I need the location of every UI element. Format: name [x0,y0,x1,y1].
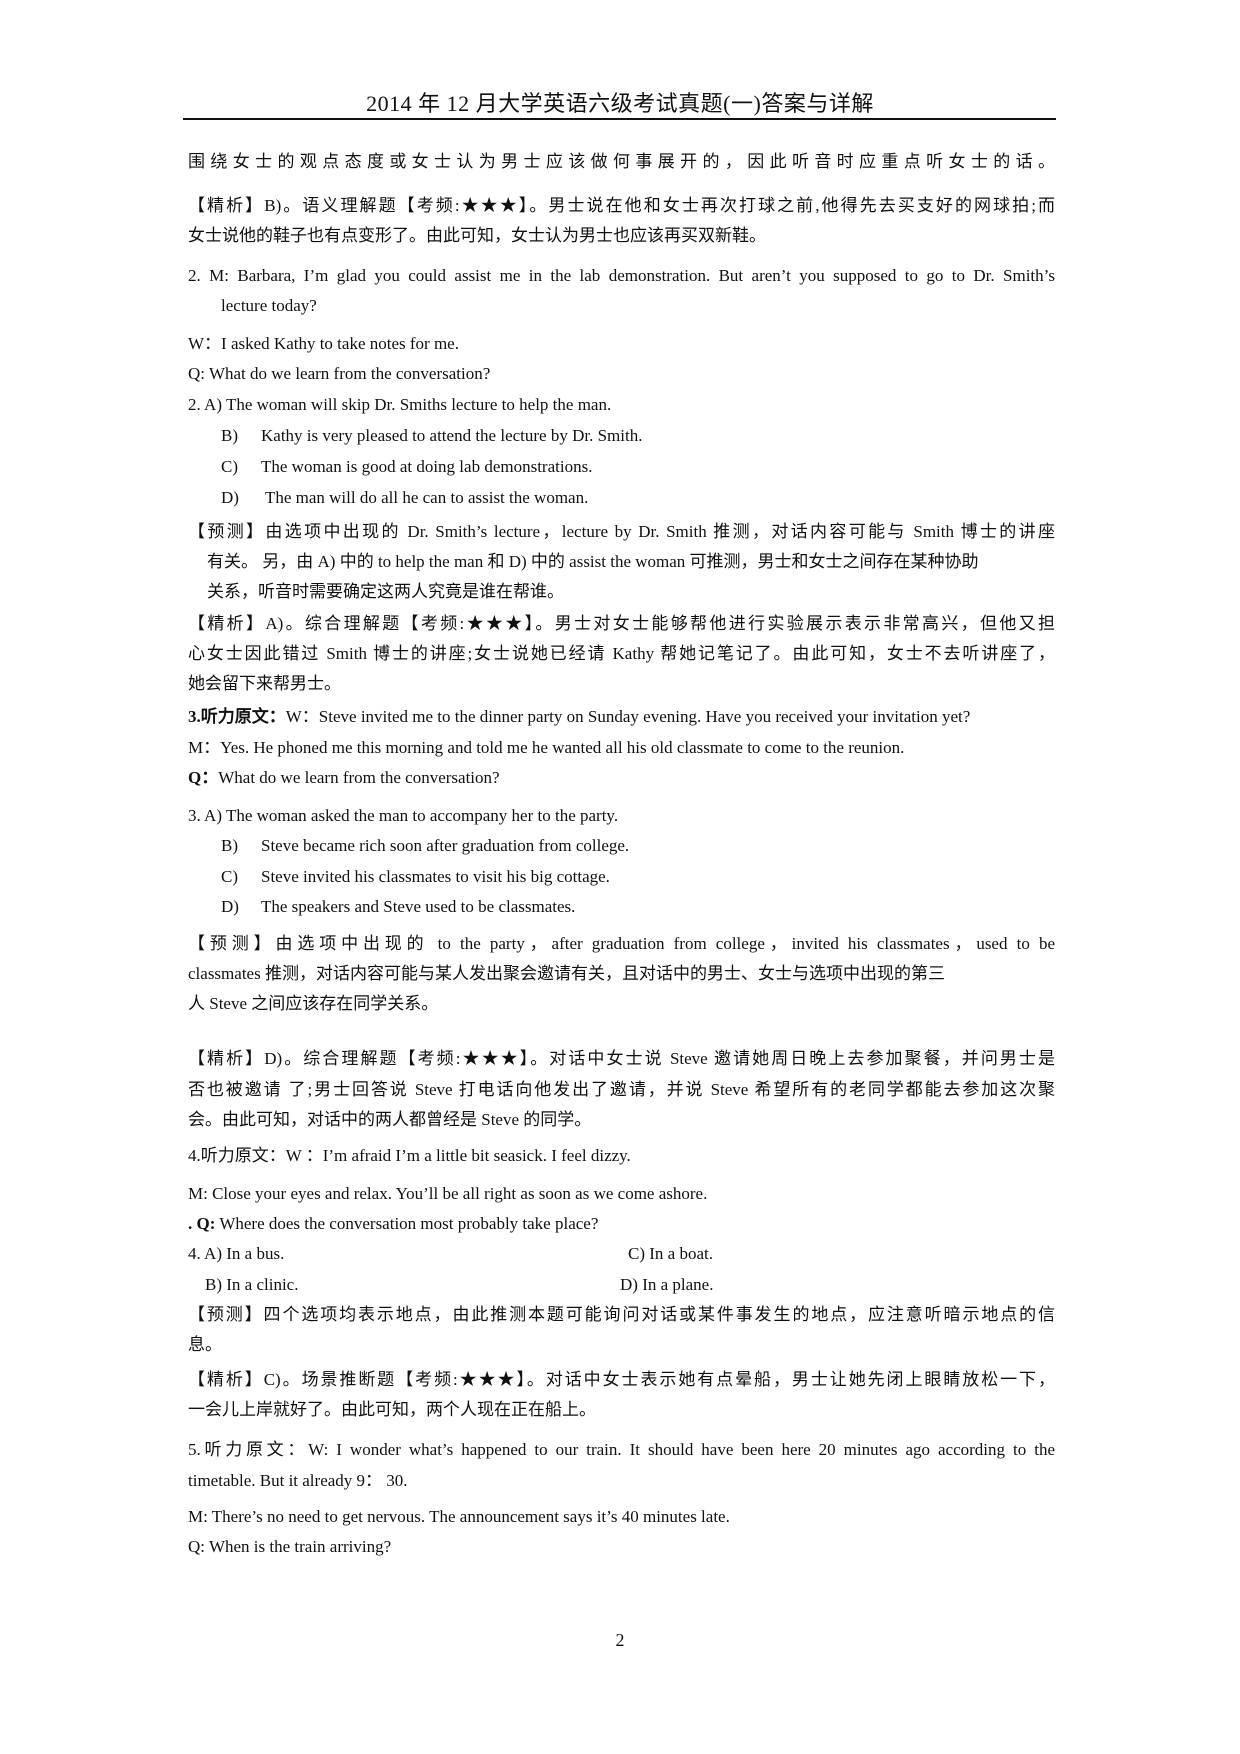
q2-option-b: B) Kathy is very pleased to attend the le… [221,426,642,446]
paragraph-line: 围绕女士的观点态度或女士认为男士应该做何事展开的，因此听音时应重点听女士的话。 [188,152,1055,171]
analysis-q1-line1: 【精析】B)。语义理解题【考频:★★★】。男士说在他和女士再次打球之前,他得先去… [188,196,1055,215]
analysis-q1-line2: 女士说他的鞋子也有点变形了。由此可知，女士认为男士也应该再买双新鞋。 [188,226,766,245]
option-text: The speakers and Steve used to be classm… [261,897,576,916]
transcript-text: W：Steve invited me to the dinner party o… [285,707,971,726]
option-letter: D) [221,488,239,507]
option-text: The man will do all he can to assist the… [261,488,589,507]
q2-dialogue-man-cont: lecture today? [221,296,317,315]
option-text: The woman is good at doing lab demonstra… [261,457,593,476]
header-divider [183,118,1056,120]
option-text: Steve became rich soon after graduation … [261,836,630,855]
q3-dialogue-man: M：Yes. He phoned me this morning and tol… [188,738,905,757]
q5-dialogue-woman-line1: 5.听力原文：W: I wonder what’s happened to ou… [188,1440,1055,1459]
q3-option-a: 3. A) The woman asked the man to accompa… [188,806,619,825]
q4-option-a: 4. A) In a bus. [188,1244,285,1263]
q4-analysis-line2: 一会儿上岸就好了。由此可知，两个人现在正在船上。 [188,1400,596,1419]
q3-predict-line3: 人 Steve 之间应该存在同学关系。 [188,994,439,1013]
option-letter: C) [221,867,238,886]
q4-predict-line1: 【预测】四个选项均表示地点，由此推测本题可能询问对话或某件事发生的地点，应注意听… [188,1305,1055,1324]
q3-question: Q：What do we learn from the conversation… [188,768,500,788]
q2-option-c: C) The woman is good at doing lab demonst… [221,457,592,477]
question-text: What do we learn from the conversation? [218,768,500,787]
q3-option-c: C) Steve invited his classmates to visit … [221,867,610,887]
page-header-title: 2014 年 12 月大学英语六级考试真题(一)答案与详解 [366,91,874,116]
q3-analysis-line1: 【精析】D)。综合理解题【考频:★★★】。对话中女士说 Steve 邀请她周日晚… [188,1049,1055,1068]
q5-dialogue-woman-line2: timetable. But it already 9： 30. [188,1471,408,1490]
q2-analysis-line2: 心女士因此错过 Smith 博士的讲座;女士说她已经请 Kathy 帮她记笔记了… [188,644,1055,663]
q2-predict-line2: 有关。 另，由 A) 中的 to help the man 和 D) 中的 as… [207,552,979,571]
q4-option-d: D) In a plane. [620,1275,714,1294]
q3-option-d: D) The speakers and Steve used to be clas… [221,897,575,917]
q5-question: Q: When is the train arriving? [188,1537,392,1556]
q3-option-b: B) Steve became rich soon after graduatio… [221,836,629,856]
q4-dialogue-man: M: Close your eyes and relax. You’ll be … [188,1184,708,1203]
q2-dialogue-man: 2. M: Barbara, I’m glad you could assist… [188,266,1055,285]
q3-dialogue-woman: 3.听力原文：W：Steve invited me to the dinner … [188,707,970,727]
question-label: Q： [188,768,219,787]
q2-predict-line1: 【预测】由选项中出现的 Dr. Smith’s lecture，lecture … [188,522,1055,541]
page-number: 2 [615,1630,625,1650]
q3-predict-line2: classmates 推测，对话内容可能与某人发出聚会邀请有关，且对话中的男士、… [188,964,945,983]
q2-predict-line3: 关系，听音时需要确定这两人究竟是谁在帮谁。 [207,582,564,601]
q3-predict-line1: 【预测】由选项中出现的 to the party，after graduatio… [188,934,1055,953]
q2-analysis-line1: 【精析】A)。综合理解题【考频:★★★】。男士对女士能够帮他进行实验展示表示非常… [188,614,1055,633]
option-letter: C) [221,457,238,476]
q2-option-d: D) The man will do all he can to assist … [221,488,588,508]
option-letter: B) [221,426,238,445]
question-label: . Q: [188,1214,216,1233]
question-text: Where does the conversation most probabl… [215,1214,599,1233]
q4-analysis-line1: 【精析】C)。场景推断题【考频:★★★】。对话中女士表示她有点晕船，男士让她先闭… [188,1370,1055,1389]
q2-option-a: 2. A) The woman will skip Dr. Smiths lec… [188,395,612,414]
q4-option-c: C) In a boat. [628,1244,713,1263]
q5-dialogue-man: M: There’s no need to get nervous. The a… [188,1507,730,1526]
q2-analysis-line3: 她会留下来帮男士。 [188,674,341,693]
option-letter: D) [221,897,239,916]
q3-analysis-line3: 会。由此可知，对话中的两人都曾经是 Steve 的同学。 [188,1110,592,1129]
q2-question: Q: What do we learn from the conversatio… [188,364,491,383]
q2-dialogue-woman: W：I asked Kathy to take notes for me. [188,334,459,353]
q3-analysis-line2: 否也被邀请 了;男士回答说 Steve 打电话向他发出了邀请，并说 Steve … [188,1080,1055,1099]
option-text: Steve invited his classmates to visit hi… [261,867,610,886]
option-text: Kathy is very pleased to attend the lect… [261,426,643,445]
q4-dialogue-woman: 4.听力原文：W ：I’m afraid I’m a little bit se… [188,1146,631,1165]
q4-predict-line2: 息。 [188,1335,222,1354]
q4-question: . Q: Where does the conversation most pr… [188,1214,598,1234]
q4-option-b: B) In a clinic. [205,1275,299,1294]
transcript-label: 3.听力原文： [188,707,286,726]
option-letter: B) [221,836,238,855]
